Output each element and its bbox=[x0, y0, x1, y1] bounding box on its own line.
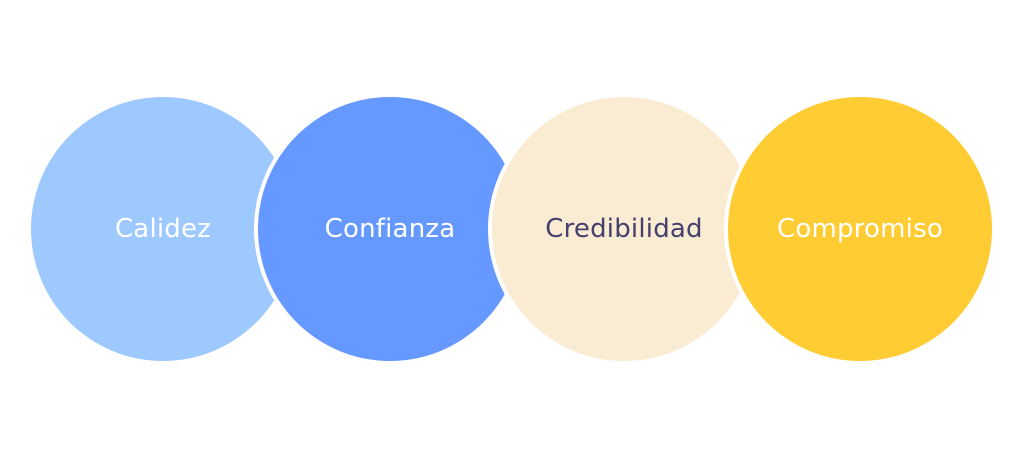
circle-label: Confianza bbox=[324, 214, 456, 244]
circle-label: Credibilidad bbox=[545, 214, 703, 244]
circle-credibilidad: Credibilidad bbox=[492, 97, 756, 361]
circle-confianza: Confianza bbox=[258, 97, 522, 361]
circle-label: Compromiso bbox=[777, 214, 943, 244]
circle-compromiso: Compromiso bbox=[728, 97, 992, 361]
circle-label: Calidez bbox=[114, 214, 212, 244]
circle-calidez: Calidez bbox=[31, 97, 295, 361]
